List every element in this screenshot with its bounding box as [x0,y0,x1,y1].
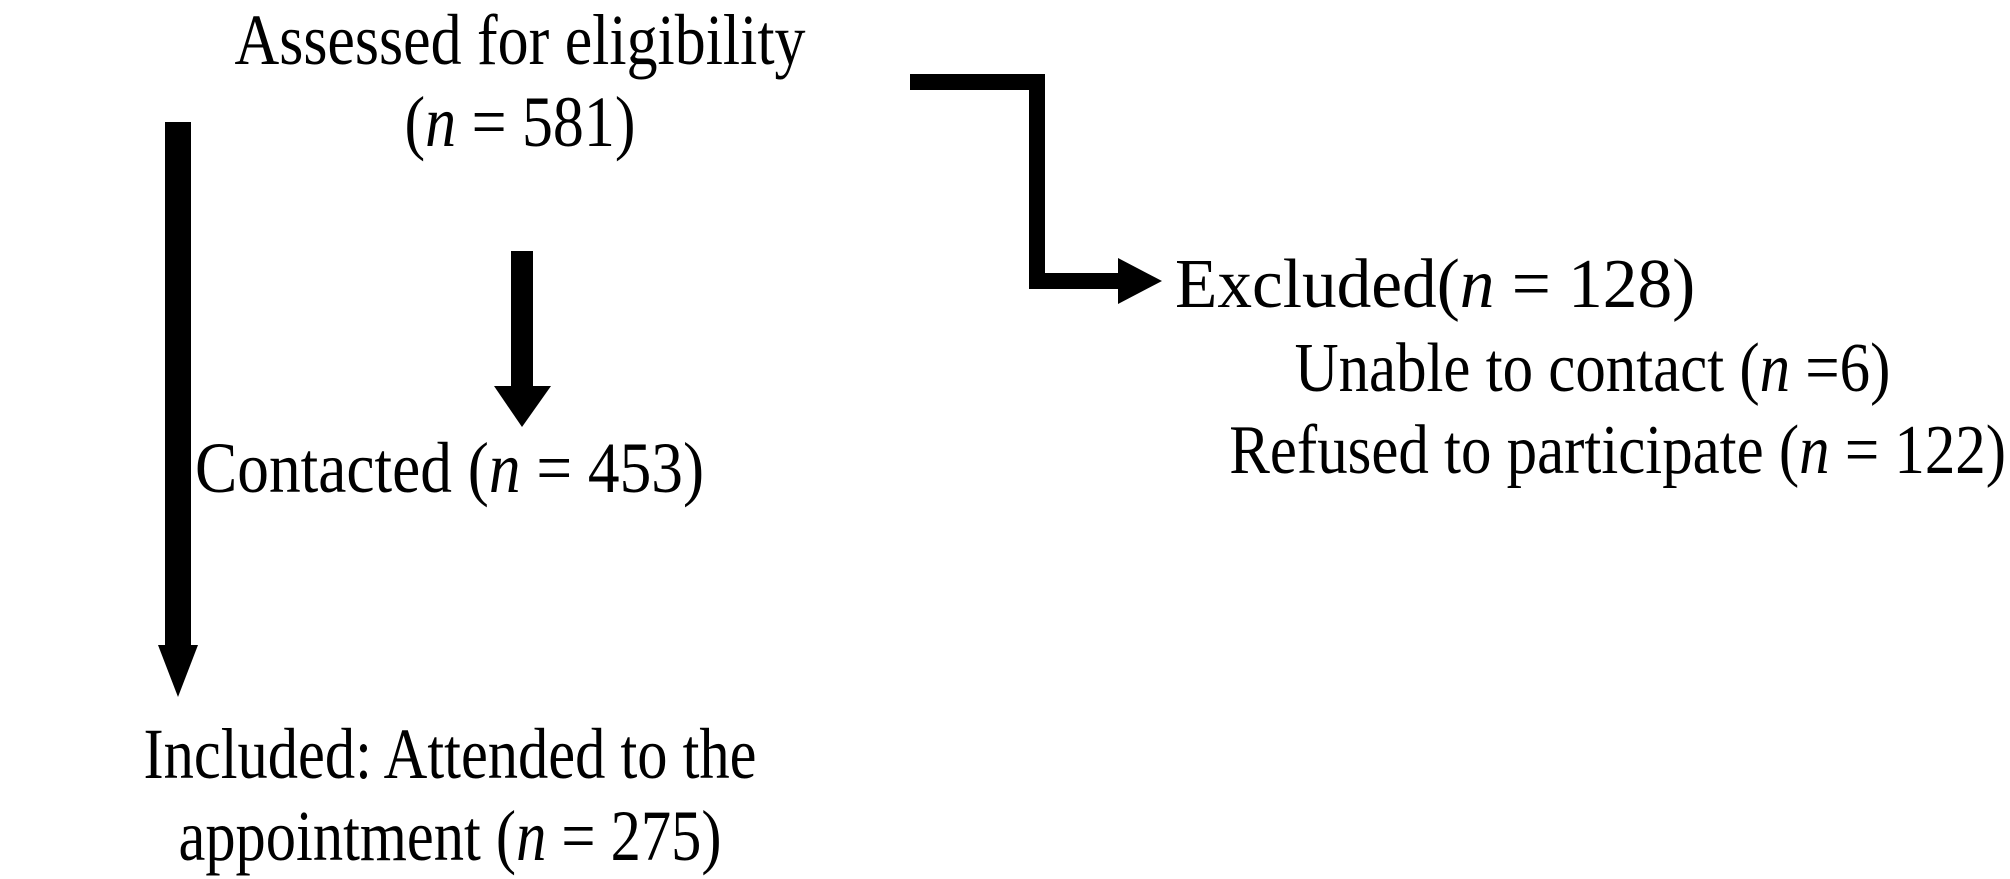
node-excluded: Excluded(n = 128) Unable to contact (n =… [1175,246,2010,490]
contacted-count-value: = 453) [520,428,705,508]
excluded-label: Excluded( [1175,246,1460,323]
node-assessed-for-eligibility: Assessed for eligibility (n = 581) [0,2,1040,161]
excluded-count-value: = 128) [1494,246,1696,323]
contacted-n-symbol: n [488,428,521,508]
arrow-shaft-vertical-left [165,122,191,647]
included-n-symbol: n [516,796,547,877]
reason-refused-label: Refused to participate ( [1229,412,1800,490]
reason-unable-n-symbol: n [1759,330,1791,408]
included-count-value: = 275) [546,796,722,877]
connector-assessed-to-included [158,122,198,697]
arrow-head-down-middle [494,386,551,427]
elbow-segment-horizontal-bottom [1029,273,1124,289]
included-label: appointment ( [178,796,517,877]
assessed-title-line: Assessed for eligibility [234,0,806,80]
assessed-count-line: (n = 581) [73,84,967,160]
node-included-attended: Included: Attended to the appointment (n… [0,716,900,875]
contacted-line: Contacted (n = 453) [195,430,704,506]
contacted-label: Contacted ( [195,428,489,508]
arrow-head-down-left [158,645,198,697]
reason-unable-label: Unable to contact ( [1294,330,1760,408]
connector-assessed-to-contacted [494,251,551,427]
assessed-paren-open: ( [404,82,426,163]
excluded-head-line: Excluded(n = 128) [1175,246,2002,323]
reason-refused-n-symbol: n [1799,412,1830,490]
included-title-line: Included: Attended to the [143,714,757,794]
assessed-n-symbol: n [425,82,457,163]
assessed-count-value: = 581) [456,82,636,163]
arrow-shaft-vertical-middle [511,251,533,389]
node-contacted: Contacted (n = 453) [195,430,704,506]
excluded-reason-refused-to-participate: Refused to participate (n = 122) [1229,412,2006,490]
excluded-n-symbol: n [1459,246,1495,323]
included-count-line: appointment (n = 275) [72,798,828,874]
reason-unable-count-value: =6) [1790,330,1891,408]
excluded-reason-unable-to-contact: Unable to contact (n =6) [1229,332,1955,406]
arrow-head-right [1118,258,1162,304]
reason-refused-count-value: = 122) [1829,412,2007,490]
